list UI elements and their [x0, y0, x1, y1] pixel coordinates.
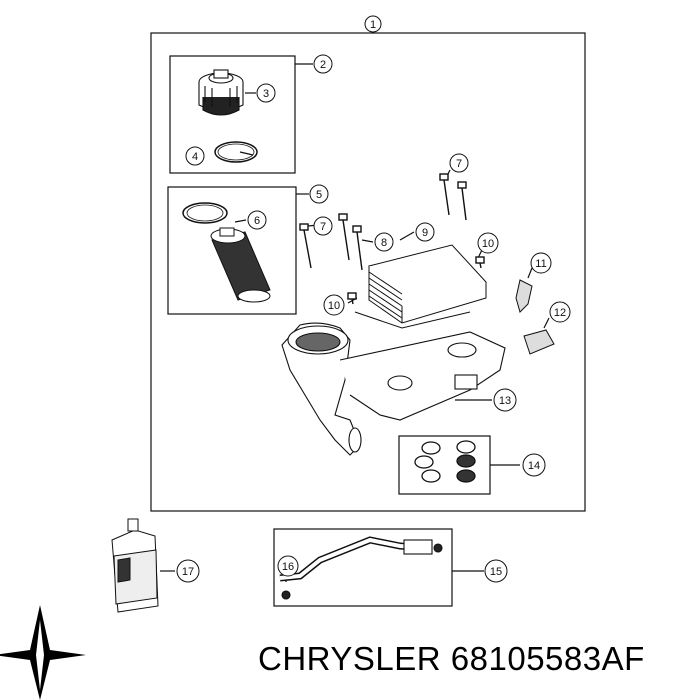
- callout-2: 2: [313, 54, 333, 74]
- part-number-caption: CHRYSLER 68105583AF: [258, 640, 645, 677]
- seal-kit-part: [414, 440, 476, 483]
- callout-7b: 7: [313, 216, 333, 236]
- filter-cap-box: [169, 55, 296, 174]
- callout-6: 6: [247, 210, 267, 230]
- callout-4: 4: [185, 146, 205, 166]
- callout-3: 3: [256, 83, 276, 103]
- callout-4-label: 4: [192, 151, 198, 163]
- callout-13-label: 13: [499, 395, 511, 407]
- bolt-parts: [299, 173, 485, 305]
- callout-5: 5: [309, 184, 329, 204]
- callout-11-label: 11: [535, 258, 546, 270]
- callout-12-label: 12: [554, 307, 566, 319]
- callout-12: 12: [549, 301, 571, 323]
- coolant-bottle-part: [111, 518, 159, 613]
- callout-15-label: 15: [490, 566, 502, 578]
- callout-7b-label: 7: [320, 221, 326, 233]
- callout-17-label: 17: [182, 566, 194, 578]
- sensor-parts: [515, 279, 555, 355]
- callout-16: 16: [277, 555, 299, 577]
- callout-1-label: 1: [370, 19, 376, 31]
- seal-kit-box: [398, 435, 491, 495]
- callout-7a: 7: [449, 153, 469, 173]
- o-ring-part: [214, 141, 258, 163]
- callout-5-label: 5: [316, 189, 322, 201]
- oil-cooler-part: [354, 244, 487, 329]
- coolant-tube-box: [273, 528, 453, 607]
- callout-10b-label: 10: [328, 300, 340, 312]
- filter-seal-part: [182, 202, 228, 224]
- filter-housing-part: [281, 322, 506, 456]
- callout-17: 17: [176, 559, 200, 583]
- callout-14-label: 14: [528, 460, 540, 472]
- callout-7a-label: 7: [456, 158, 462, 170]
- callout-10a: 10: [477, 232, 499, 254]
- callout-8-label: 8: [381, 237, 387, 249]
- callout-6-label: 6: [254, 215, 260, 227]
- callout-13: 13: [493, 388, 517, 412]
- filter-element-part: [210, 227, 271, 303]
- callout-14: 14: [522, 453, 546, 477]
- filter-element-box: [167, 186, 297, 315]
- assembly-frame: [150, 32, 586, 512]
- callout-10a-label: 10: [482, 238, 494, 250]
- callout-3-label: 3: [263, 88, 269, 100]
- filter-cap-part: [198, 69, 244, 116]
- callout-16-label: 16: [282, 561, 294, 573]
- chrysler-star-logo: [0, 605, 86, 700]
- callout-11: 11: [530, 252, 552, 274]
- callout-8: 8: [374, 232, 394, 252]
- callout-9: 9: [415, 222, 435, 242]
- callout-9-label: 9: [422, 227, 428, 239]
- callout-1: 1: [364, 15, 382, 33]
- coolant-tube-part: [279, 536, 443, 600]
- callout-2-label: 2: [320, 59, 326, 71]
- callout-10b: 10: [323, 294, 345, 316]
- callout-15: 15: [484, 559, 508, 583]
